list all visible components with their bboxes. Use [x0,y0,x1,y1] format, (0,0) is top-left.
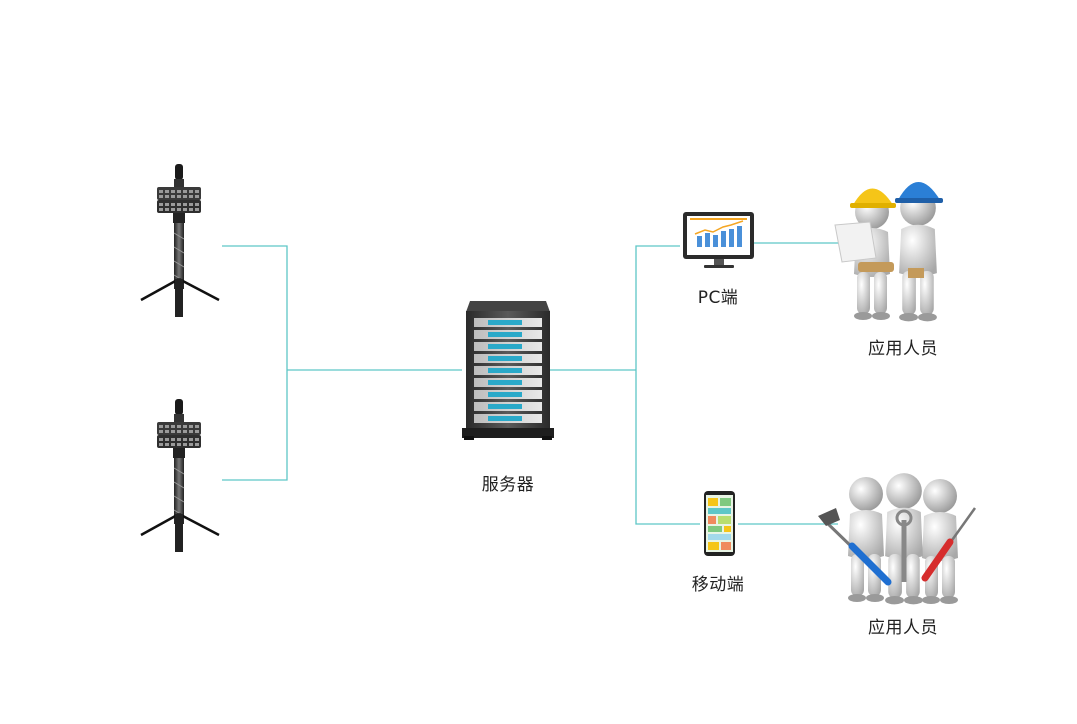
pc-users-label: 应用人员 [868,339,938,359]
link-device-top [222,245,288,370]
smartphone-icon [704,491,735,556]
server-label: 服务器 [481,475,535,495]
connector-lines [222,242,846,525]
pc-label: PC端 [697,288,739,308]
workers-hardhat-icon [834,182,943,322]
link-device-bottom [222,370,288,481]
link-hub-pc [635,245,680,370]
server-rack-icon [462,301,554,440]
link-hub-mobile [635,370,700,525]
sensor-mast-icon [139,397,221,554]
mobile-label: 移动端 [691,575,745,595]
workers-tools-icon [818,473,977,605]
sensor-mast-icon [139,162,221,319]
monitor-icon [683,212,754,268]
mobile-users-label: 应用人员 [868,618,938,638]
